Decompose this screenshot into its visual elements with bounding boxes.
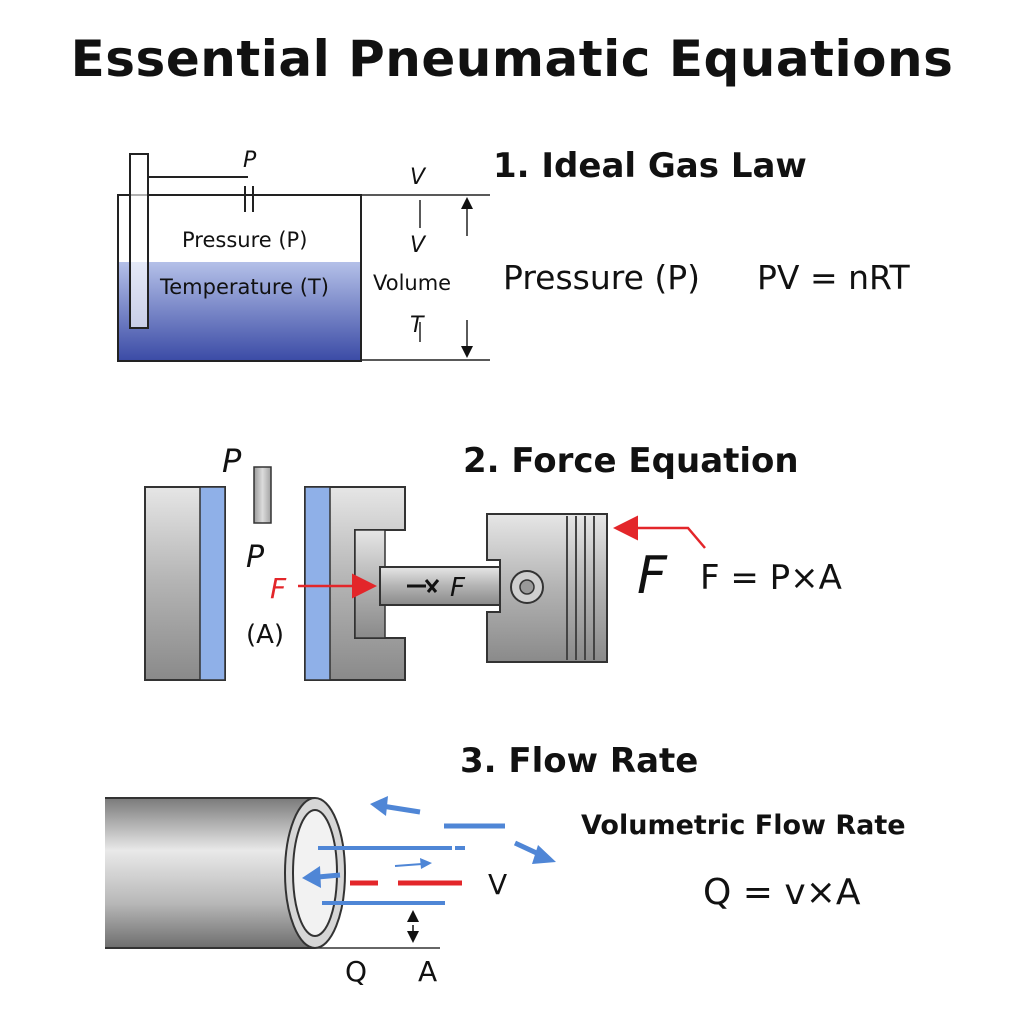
tank-outline [117,194,362,362]
t-label: T [410,313,424,338]
section2-heading: 2. Force Equation [463,441,799,481]
force-arrow-out [613,515,706,549]
flow-q-label: Q [345,955,368,988]
gas-tank [117,153,490,362]
left-blue-band [199,486,226,681]
force-equation: F = P×A [700,558,842,598]
flow-equation: Q = v×A [703,872,861,913]
ideal-gas-equation: PV = nRT [757,258,910,297]
tank-liquid [118,262,361,360]
pressure-side-text: Pressure (P) [503,258,701,297]
chamber-p-label: P [246,540,265,575]
port-p-label: P [222,442,242,480]
section3-heading: 3. Flow Rate [460,741,699,781]
volume-label: Volume [373,271,452,295]
section1-heading: 1. Ideal Gas Law [493,146,807,186]
flow-a-label: A [418,955,438,988]
gauge-tube [129,153,149,329]
center-blue-band [304,486,331,681]
force-assembly [144,466,706,681]
v-top-label: V [410,165,426,190]
input-force-label: F [270,572,287,605]
pipe-body [105,798,315,948]
v-mid-label: V [410,233,426,258]
rod-force-label: F [450,573,465,603]
area-a-label: (A) [246,620,285,650]
pressure-port [253,466,272,524]
flow-subheading: Volumetric Flow Rate [581,810,906,841]
gauge-p-label: P [243,148,257,173]
page-title: Essential Pneumatic Equations [70,30,954,88]
big-force-label: F [637,546,667,606]
piston-head [486,513,608,663]
tank-temperature-label: Temperature (T) [160,275,329,299]
tank-pressure-label: Pressure (P) [182,228,308,252]
piston-rod [379,566,501,606]
velocity-label: V [488,868,508,901]
flow-pipe [105,796,556,949]
